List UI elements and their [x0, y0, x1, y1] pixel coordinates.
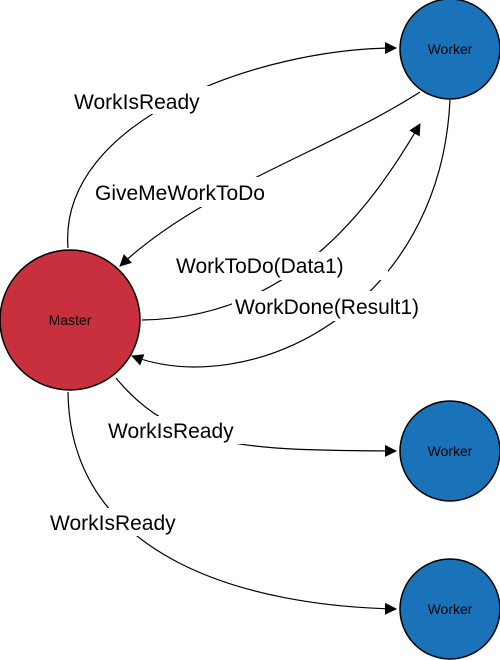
worker-node-middle-label: Worker [428, 443, 473, 459]
worker-node-top-label: Worker [428, 41, 473, 57]
edge-work-done [131, 99, 451, 368]
edge-give-me-work-to-do [119, 91, 421, 267]
edge-label-work-done: WorkDone(Result1) [235, 296, 419, 319]
worker-node-top-circle [399, 0, 500, 100]
worker-node-bottom-label: Worker [428, 601, 473, 617]
edge-label-work-is-ready-bottom: WorkIsReady [50, 512, 176, 535]
edge-label-give-me-work-to-do: GiveMeWorkToDo [95, 182, 265, 205]
edge-label-work-to-do: WorkToDo(Data1) [176, 255, 344, 278]
master-node-label: Master [49, 312, 92, 328]
master-node-circle [0, 249, 141, 391]
worker-node-bottom: Worker [399, 558, 500, 660]
edge-label-work-is-ready-middle: WorkIsReady [108, 420, 234, 443]
edge-work-to-do [141, 123, 421, 321]
worker-node-middle: Worker [399, 400, 500, 502]
master-node: Master [0, 249, 141, 391]
edge-work-is-ready-top [67, 42, 397, 249]
worker-node-middle-circle [399, 400, 500, 502]
edge-label-work-is-ready-top: WorkIsReady [74, 91, 200, 114]
worker-node-bottom-circle [399, 558, 500, 660]
edge-work-is-ready-bottom [67, 391, 397, 615]
worker-node-top: Worker [399, 0, 500, 100]
